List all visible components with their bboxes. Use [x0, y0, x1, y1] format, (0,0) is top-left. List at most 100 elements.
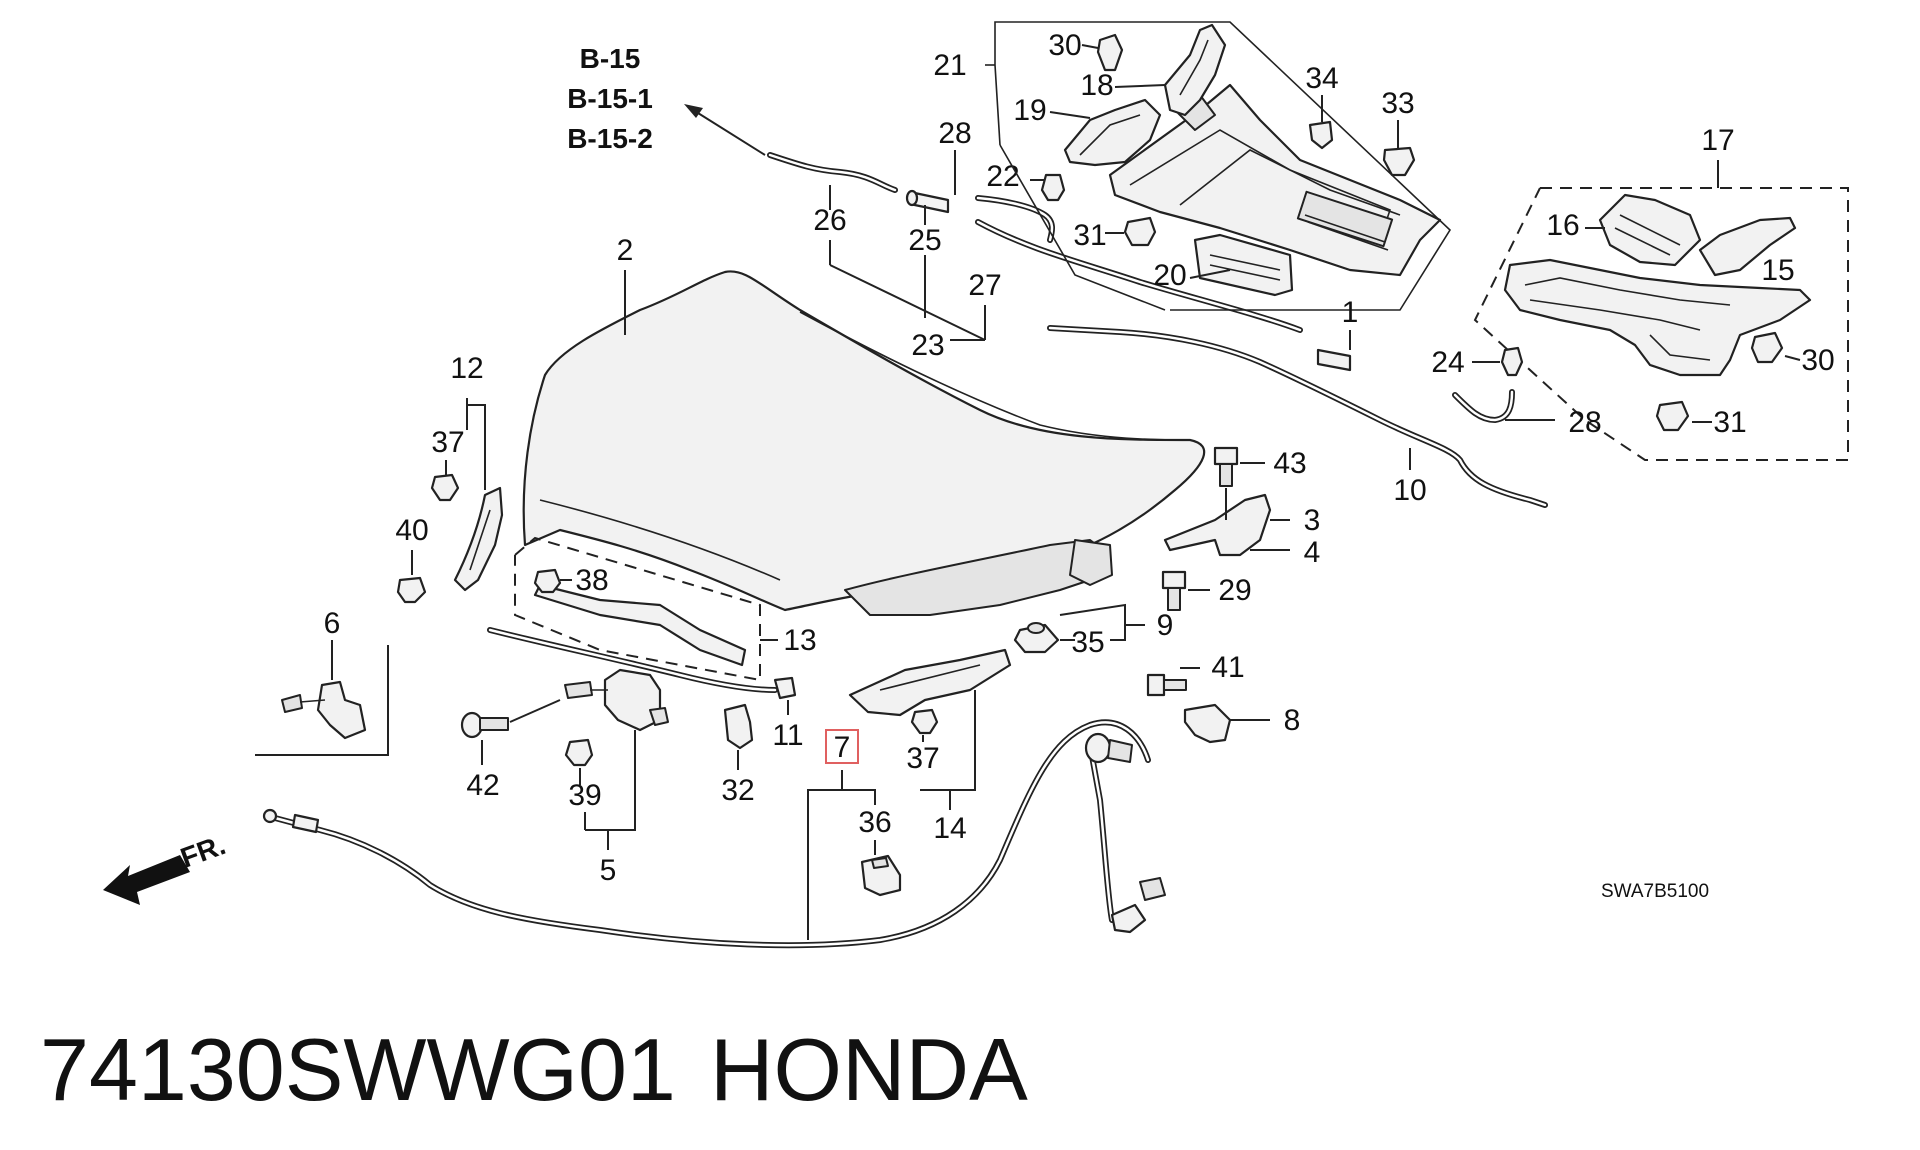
- callout-31-right[interactable]: 31: [1713, 406, 1746, 439]
- cowl-seal-18: [1163, 23, 1227, 117]
- callout-33[interactable]: 33: [1381, 87, 1414, 120]
- callout-27[interactable]: 27: [968, 269, 1001, 302]
- clip-34: [1308, 95, 1334, 150]
- callout-3[interactable]: 3: [1304, 504, 1321, 537]
- callout-9[interactable]: 9: [1157, 609, 1174, 642]
- callout-25[interactable]: 25: [908, 224, 941, 257]
- callout-4[interactable]: 4: [1304, 536, 1321, 569]
- callout-22[interactable]: 22: [986, 160, 1019, 193]
- bolt-43: [1213, 446, 1265, 520]
- callout-5[interactable]: 5: [600, 854, 617, 887]
- cowl-side-panel: [1503, 258, 1812, 377]
- bracket-7: [807, 770, 876, 940]
- callout-28-top[interactable]: 28: [938, 117, 971, 150]
- cable-11: [487, 627, 797, 715]
- callout-32[interactable]: 32: [721, 774, 754, 807]
- washer-connector-1: [1316, 348, 1352, 372]
- cowl-bracket-15: [1698, 216, 1797, 277]
- callout-29[interactable]: 29: [1218, 574, 1251, 607]
- callout-30-top[interactable]: 30: [1048, 29, 1081, 62]
- callout-12[interactable]: 12: [450, 352, 483, 385]
- seal-group-13-frame: [514, 536, 778, 682]
- callout-31-top[interactable]: 31: [1073, 219, 1106, 252]
- callout-2[interactable]: 2: [617, 234, 634, 267]
- callout-34[interactable]: 34: [1305, 62, 1338, 95]
- washer-nozzle-22: [1040, 173, 1066, 202]
- leader-18: [1114, 84, 1166, 88]
- hood-hinge-3-4: [1163, 493, 1290, 557]
- washer-tube-28-upper: [975, 195, 1055, 243]
- callout-15[interactable]: 15: [1761, 254, 1794, 287]
- callout-14[interactable]: 14: [933, 812, 966, 845]
- callout-36[interactable]: 36: [858, 806, 891, 839]
- bracket-9: [1059, 603, 1145, 641]
- lock-switch-6: [281, 680, 367, 740]
- leader-20: [1189, 269, 1231, 279]
- callout-40[interactable]: 40: [395, 514, 428, 547]
- callout-42[interactable]: 42: [466, 769, 499, 802]
- washer-tube-26: [767, 152, 898, 193]
- bracket-23: [829, 150, 1045, 341]
- reference-label-b15-2[interactable]: B-15-2: [567, 123, 653, 154]
- clip-37-center: [910, 708, 939, 742]
- callout-6[interactable]: 6: [324, 607, 341, 640]
- callout-1[interactable]: 1: [1342, 296, 1359, 329]
- reference-label-b15[interactable]: B-15: [580, 43, 641, 74]
- callout-23[interactable]: 23: [911, 329, 944, 362]
- bracket-5: [584, 730, 636, 850]
- hood-panel-2: [522, 270, 1206, 616]
- clip-33: [1382, 120, 1416, 177]
- callout-10[interactable]: 10: [1393, 474, 1426, 507]
- callout-17[interactable]: 17: [1701, 124, 1734, 157]
- clip-35: [1013, 622, 1075, 654]
- callout-7-highlighted[interactable]: 7: [834, 731, 851, 764]
- front-direction-arrow: FR.: [103, 829, 229, 905]
- release-cable-7: [262, 719, 1166, 949]
- cowl-insert-20: [1193, 233, 1294, 297]
- washer-tube-27: [975, 219, 1303, 333]
- cowl-group-21-frame: [985, 21, 1452, 311]
- washer-nozzle-24: [1472, 346, 1524, 377]
- front-label: FR.: [176, 829, 229, 874]
- callout-19[interactable]: 19: [1013, 94, 1046, 127]
- hood-stay-12: [453, 398, 504, 592]
- hood-latch: [564, 668, 669, 732]
- callout-37-center[interactable]: 37: [906, 742, 939, 775]
- diagram-code: SWA7B5100: [1601, 881, 1709, 902]
- section-6-frame: [255, 640, 389, 756]
- hood-seal-13: [533, 583, 747, 667]
- callout-24[interactable]: 24: [1431, 346, 1464, 379]
- washer-joint-25: [905, 189, 950, 214]
- callout-41[interactable]: 41: [1211, 651, 1244, 684]
- bolt-41: [1146, 667, 1200, 697]
- cowl-cover-16: [1598, 193, 1702, 267]
- callout-37-left[interactable]: 37: [431, 426, 464, 459]
- clip-40: [396, 550, 427, 604]
- panel-14: [848, 648, 1012, 791]
- callout-43[interactable]: 43: [1273, 447, 1306, 480]
- highlight-box-7: [825, 729, 859, 764]
- callout-35[interactable]: 35: [1071, 626, 1104, 659]
- clip-38: [533, 568, 572, 594]
- cable-clip-8: [1183, 703, 1270, 744]
- callout-18[interactable]: 18: [1080, 69, 1113, 102]
- callout-26[interactable]: 26: [813, 204, 846, 237]
- callout-16[interactable]: 16: [1546, 209, 1579, 242]
- callout-30-right[interactable]: 30: [1801, 344, 1834, 377]
- callout-38[interactable]: 38: [575, 564, 608, 597]
- striker-32: [723, 703, 754, 770]
- callout-39[interactable]: 39: [568, 779, 601, 812]
- cowl-group-17-frame: [1473, 160, 1849, 461]
- reference-label-b15-1[interactable]: B-15-1: [567, 83, 653, 114]
- callout-20[interactable]: 20: [1153, 259, 1186, 292]
- callout-11[interactable]: 11: [772, 719, 803, 752]
- bolt-42: [460, 699, 561, 765]
- callout-28-lower[interactable]: 28: [1568, 406, 1601, 439]
- callout-8[interactable]: 8: [1284, 704, 1301, 737]
- callout-21[interactable]: 21: [933, 49, 966, 82]
- clip-39: [564, 738, 594, 785]
- part-number: 74130SWWG01: [40, 1020, 676, 1119]
- bolt-29: [1161, 570, 1210, 611]
- callout-13[interactable]: 13: [783, 624, 816, 657]
